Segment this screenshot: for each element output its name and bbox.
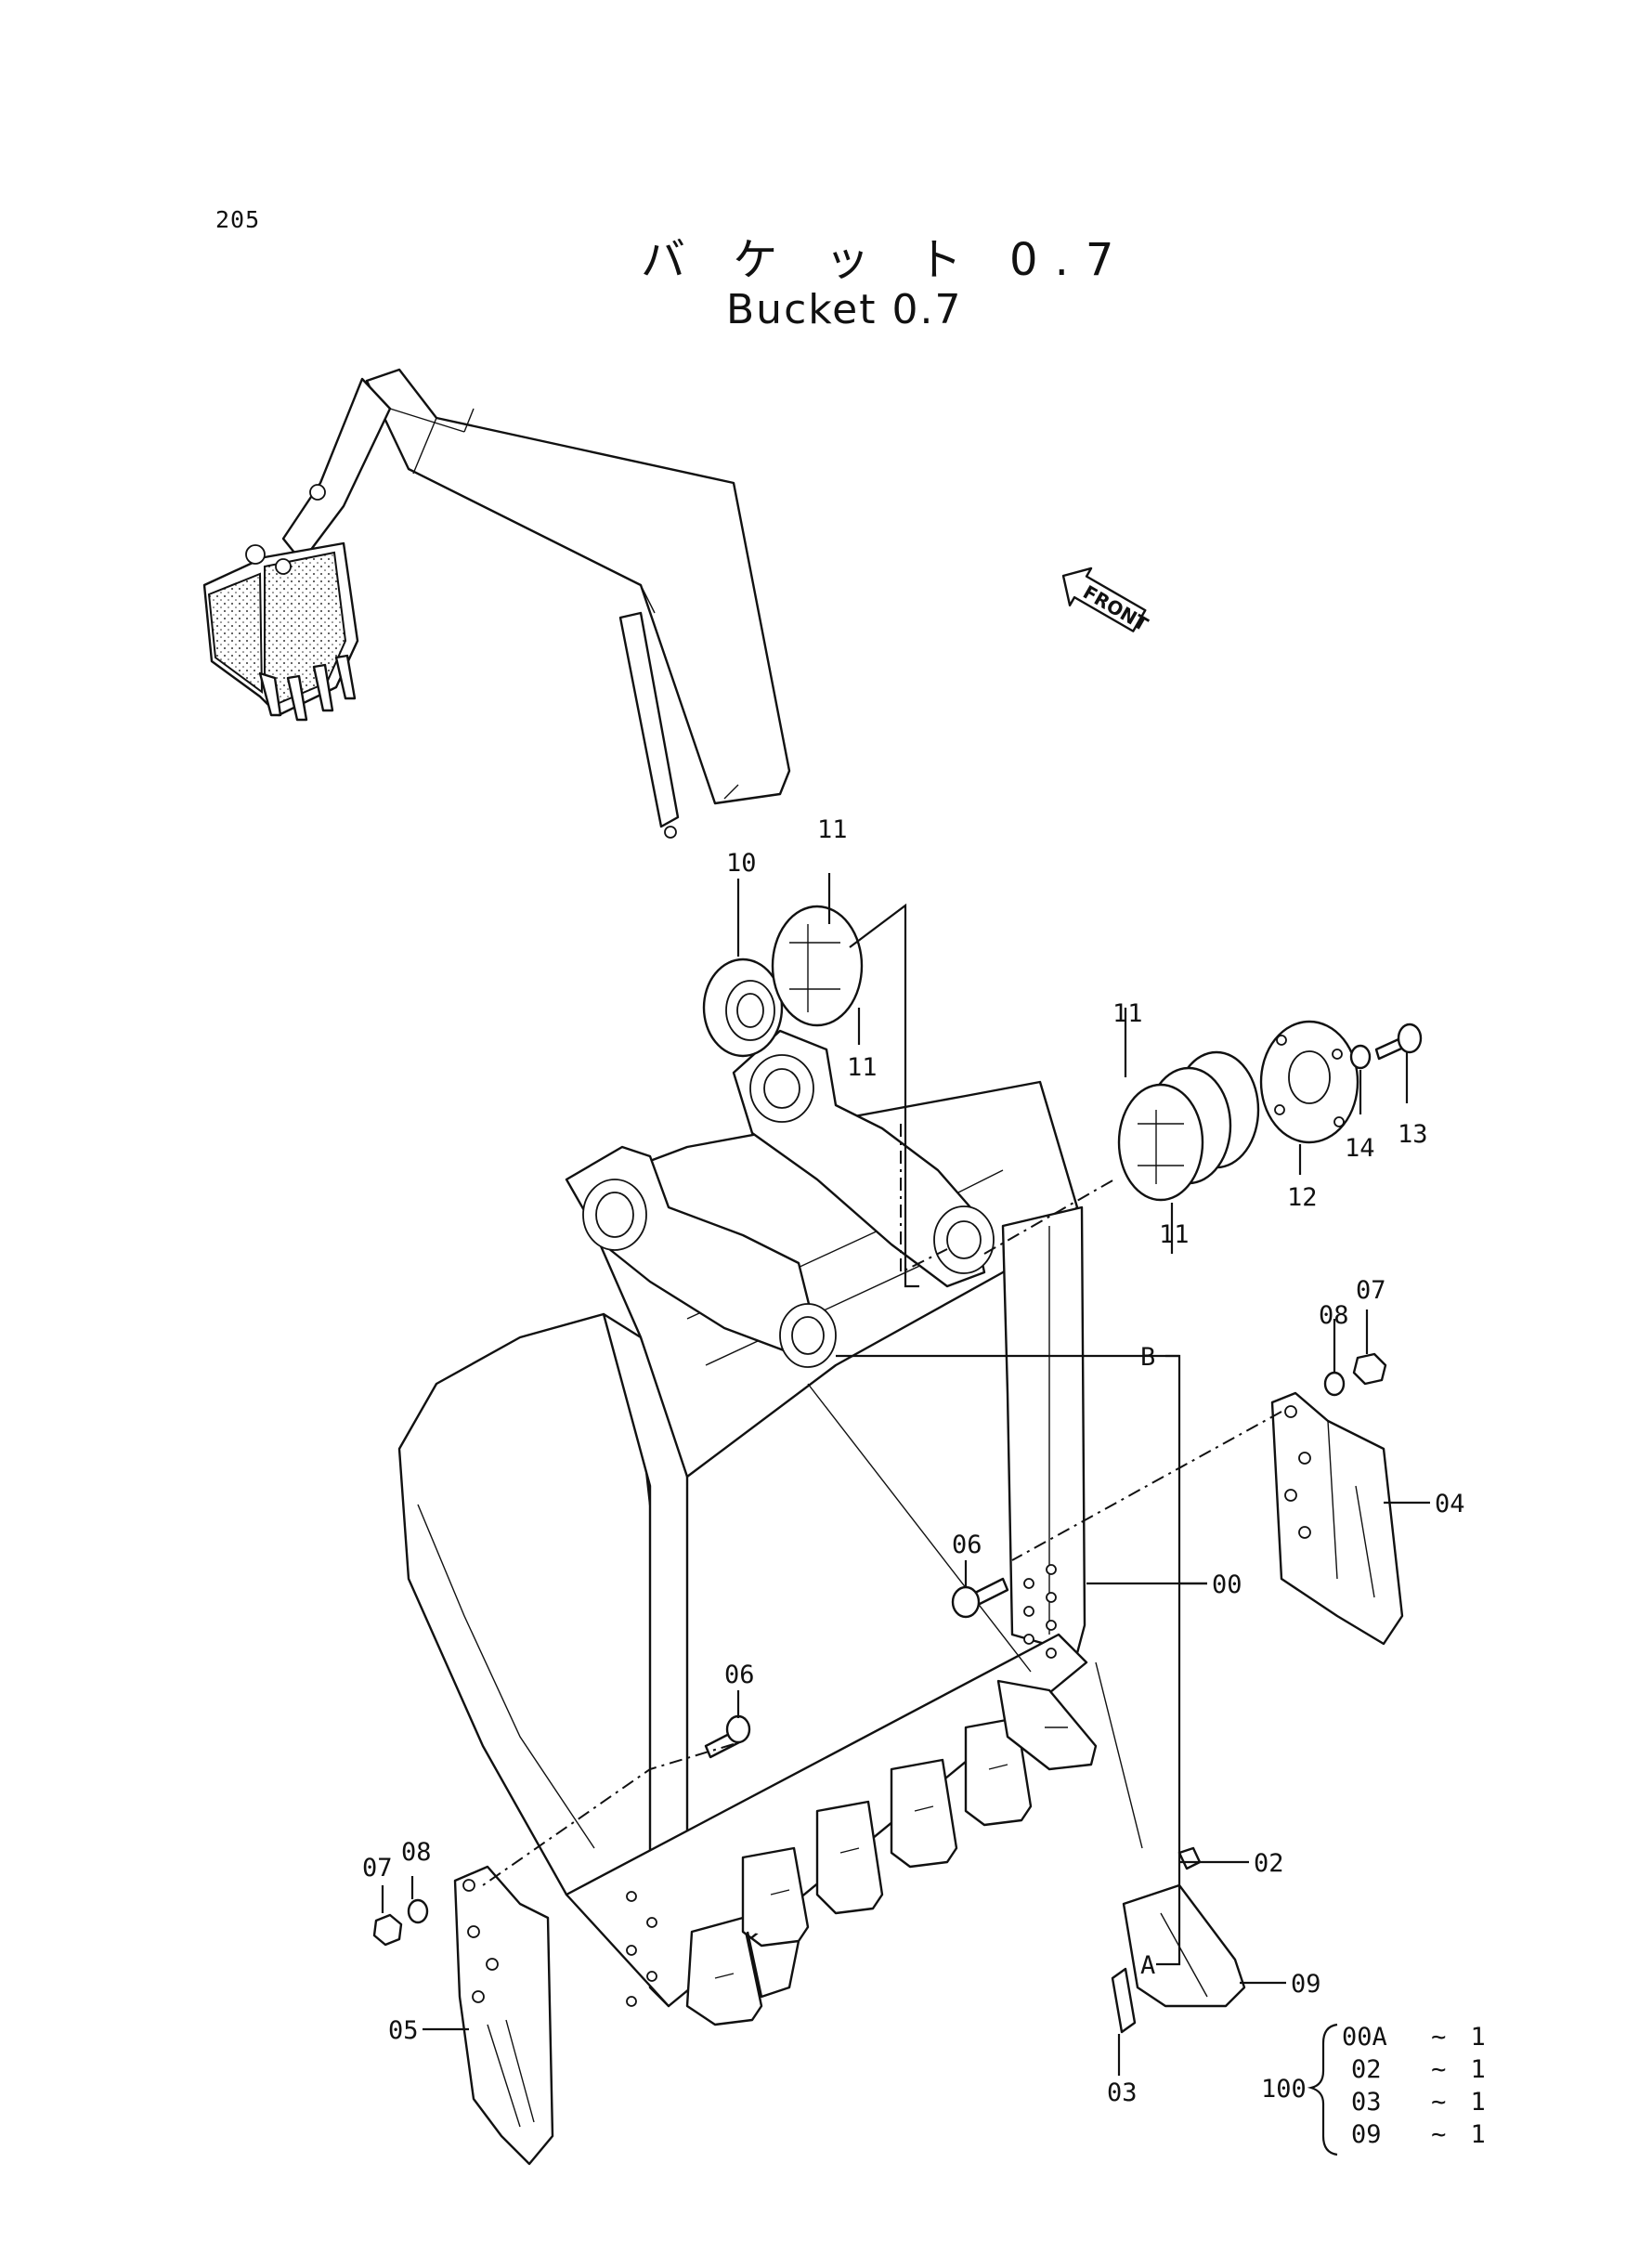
callout-13: 13 <box>1398 1120 1428 1149</box>
kit-item-qty: 1 <box>1470 2120 1486 2149</box>
washer-10 <box>702 958 784 1058</box>
callout-11-stack-bottom: 11 <box>1159 1220 1190 1249</box>
callout-11-top: 11 <box>817 815 848 844</box>
kit-item-sep: ~ <box>1431 2120 1447 2149</box>
callout-B: B <box>1140 1343 1155 1372</box>
nut-07-left <box>372 1913 403 1947</box>
kit-item-part: 09 <box>1351 2120 1382 2149</box>
kit-item: 02 ~ 1 <box>1351 2055 1486 2084</box>
callout-A: A <box>1140 1951 1155 1980</box>
kit-item: 03 ~ 1 <box>1351 2088 1486 2117</box>
kit-item-qty: 1 <box>1470 2055 1486 2084</box>
callout-12: 12 <box>1287 1183 1318 1212</box>
callout-02: 02 <box>1254 1849 1284 1878</box>
callout-09: 09 <box>1291 1970 1321 1999</box>
bolt-06-left <box>704 1714 751 1759</box>
front-arrow-icon: FRONT <box>1061 567 1152 636</box>
tooth-09 <box>1122 1883 1246 2008</box>
kit-item-sep: ~ <box>1431 2088 1447 2117</box>
kit-brace <box>1307 2023 1338 2156</box>
kit-number: 100 <box>1261 2075 1307 2104</box>
shim-11-top <box>771 905 864 1027</box>
nut-07-right <box>1352 1352 1387 1386</box>
callout-07-left: 07 <box>362 1854 393 1883</box>
title-english: Bucket 0.7 <box>726 286 963 333</box>
kit-item: 00A ~ 1 <box>1342 2023 1486 2052</box>
callout-10: 10 <box>726 849 757 878</box>
callout-08-left: 08 <box>401 1838 432 1867</box>
washer-14 <box>1349 1044 1372 1070</box>
callout-03: 03 <box>1107 2078 1138 2107</box>
shim-11-stack <box>1117 1050 1260 1202</box>
side-cutter-05 <box>453 1865 554 2166</box>
bucket-teeth <box>685 1679 1098 2026</box>
callout-14: 14 <box>1345 1134 1375 1163</box>
lock-03 <box>1111 1967 1137 2034</box>
page-number: 205 <box>215 206 261 233</box>
callout-05: 05 <box>388 2016 419 2045</box>
kit-item-part: 03 <box>1351 2088 1382 2117</box>
bolt-13 <box>1374 1023 1423 1061</box>
bolt-06-right <box>951 1577 1009 1619</box>
pin-02 <box>1177 1846 1202 1870</box>
callout-07-right: 07 <box>1356 1276 1386 1305</box>
callout-11-bottom: 11 <box>847 1053 878 1082</box>
kit-item-part: 00A <box>1342 2023 1387 2052</box>
callout-06-right: 06 <box>952 1531 982 1559</box>
callout-11-stack-top: 11 <box>1112 999 1143 1028</box>
title-japanese: バ ケ ッ ト 0.7 <box>641 234 1131 286</box>
callout-04: 04 <box>1435 1490 1465 1518</box>
side-cutter-04 <box>1270 1391 1404 1646</box>
callout-00: 00 <box>1212 1570 1242 1599</box>
plate-12 <box>1259 1020 1359 1144</box>
callout-08-right: 08 <box>1319 1301 1349 1330</box>
washer-08-left <box>407 1898 429 1924</box>
kit-item: 09 ~ 1 <box>1351 2120 1486 2149</box>
callout-06-left: 06 <box>724 1661 755 1689</box>
kit-item-part: 02 <box>1351 2055 1382 2084</box>
kit-item-qty: 1 <box>1470 2088 1486 2117</box>
kit-item-qty: 1 <box>1470 2023 1486 2052</box>
washer-08-right <box>1323 1371 1346 1397</box>
leader-lines <box>381 873 1430 2076</box>
kit-item-sep: ~ <box>1431 2055 1447 2084</box>
kit-item-sep: ~ <box>1431 2023 1447 2052</box>
excavator-arm-icon <box>202 368 791 839</box>
